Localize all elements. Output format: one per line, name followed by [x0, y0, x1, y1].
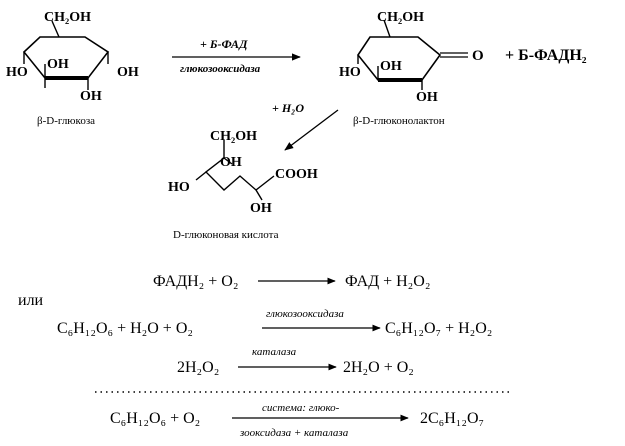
eq4-enzyme-bottom: зооксидаза + каталаза [239, 427, 349, 439]
eq1-left: ФАДH₂ + O₂ [153, 273, 238, 290]
glucose-ch2oh: CH₂OH [44, 10, 91, 25]
eq4-enzyme-top: система: глюко- [262, 402, 340, 414]
step1-enzyme: глюкозооксидаза [180, 63, 261, 75]
acid-structure [195, 140, 275, 201]
eq2-right: C₆H₁₂O₇ + H₂O₂ [385, 320, 492, 337]
lactone-oh-inner: OH [380, 59, 402, 74]
acid-oh-top: OH [220, 155, 242, 170]
glucose-name: β-D-глюкоза [37, 115, 95, 127]
acid-name: D-глюконовая кислота [173, 229, 279, 241]
lactone-coproduct: + Б-ФАДH₂ [505, 47, 587, 64]
or-text: или [18, 292, 44, 309]
eq4-left: C₆H₁₂O₆ + O₂ [110, 410, 200, 427]
eq3-enzyme: каталаза [252, 346, 297, 358]
step2-arrow [284, 109, 339, 151]
glucose-ho-left: HO [6, 65, 28, 80]
eq3-right: 2H₂O + O₂ [343, 359, 414, 376]
glucose-oh-bottom: OH [80, 89, 102, 104]
acid-oh-bottom: OH [250, 201, 272, 216]
eq2-left: C₆H₁₂O₆ + H₂O + O₂ [57, 320, 193, 337]
eq1-right: ФАД + H₂O₂ [345, 273, 430, 290]
eq3-left: 2H₂O₂ [177, 359, 219, 376]
lactone-carbonyl-o: O [472, 48, 484, 64]
lactone-structure [357, 19, 468, 90]
step1-cofactor: + Б-ФАД [200, 37, 248, 51]
lactone-name: β-D-глюконолактон [353, 115, 445, 127]
eq4-right: 2C₆H₁₂O₇ [420, 410, 484, 427]
acid-ch2oh: CH₂OH [210, 129, 257, 144]
acid-ho-left: HO [168, 180, 190, 195]
acid-cooh: COOH [275, 167, 318, 182]
glucose-oh-inner: OH [47, 57, 69, 72]
lactone-oh-bottom: OH [416, 90, 438, 105]
eq2-enzyme: глюкозооксидаза [266, 308, 344, 320]
glucose-oh-right: OH [117, 65, 139, 80]
step2-water: + H₂O [272, 101, 304, 115]
glucose-structure [22, 20, 110, 90]
lactone-ch2oh: CH₂OH [377, 10, 424, 25]
lactone-ho-left: HO [339, 65, 361, 80]
